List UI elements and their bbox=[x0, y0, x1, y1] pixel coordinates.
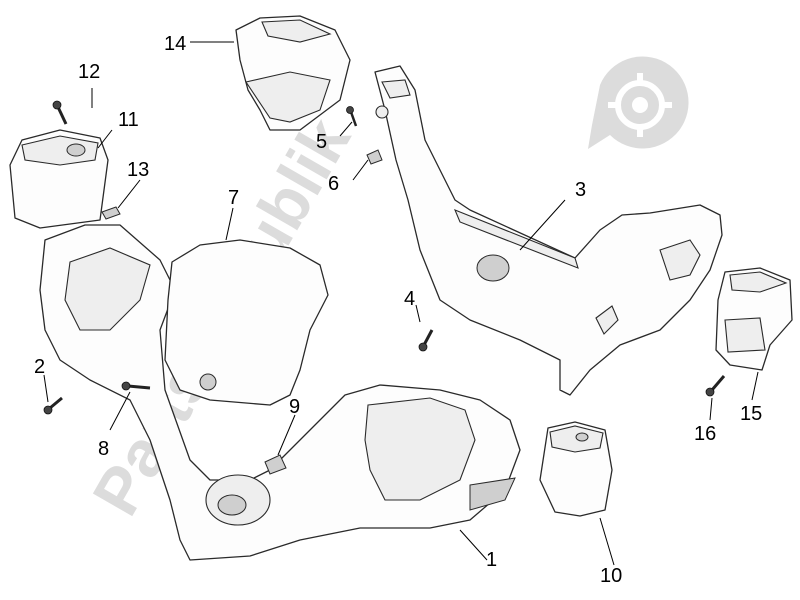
part-1-front-cover bbox=[39, 224, 521, 561]
screw-16 bbox=[705, 375, 726, 397]
callout-2: 2 bbox=[34, 356, 45, 378]
screw-8 bbox=[121, 381, 151, 391]
part-11-cover bbox=[9, 129, 109, 229]
screw-2 bbox=[43, 396, 63, 415]
callout-labels: 1 2 3 4 5 6 7 8 9 10 11 12 13 14 15 16 bbox=[34, 33, 762, 587]
callout-8: 8 bbox=[98, 438, 109, 460]
part-6-clip bbox=[366, 149, 383, 165]
part-9-clip bbox=[264, 454, 287, 475]
callout-14: 14 bbox=[164, 33, 186, 55]
callout-3: 3 bbox=[575, 179, 586, 201]
part-10-lid bbox=[539, 421, 613, 517]
callout-16: 16 bbox=[694, 423, 716, 445]
screw-5 bbox=[346, 106, 358, 127]
callout-15: 15 bbox=[740, 403, 762, 425]
gear-icon bbox=[588, 56, 689, 149]
callout-5: 5 bbox=[316, 131, 327, 153]
part-14-top-cover bbox=[235, 15, 351, 131]
callout-11: 11 bbox=[118, 109, 139, 131]
callout-1: 1 bbox=[486, 549, 497, 571]
part-3-rear-cover bbox=[374, 65, 723, 396]
screw-4 bbox=[418, 329, 434, 352]
callout-7: 7 bbox=[228, 187, 239, 209]
callout-6: 6 bbox=[328, 173, 339, 195]
leader-lines bbox=[43, 41, 759, 566]
grommet-4 bbox=[375, 105, 389, 119]
screw-12 bbox=[52, 100, 68, 125]
callout-9: 9 bbox=[289, 396, 300, 418]
part-13-clip bbox=[101, 206, 121, 220]
callout-12: 12 bbox=[78, 61, 100, 83]
part-7-front-panel bbox=[164, 239, 329, 406]
callout-4: 4 bbox=[404, 288, 415, 310]
callout-13: 13 bbox=[127, 159, 149, 181]
callout-10: 10 bbox=[600, 565, 622, 587]
part-15-switch-housing bbox=[715, 267, 793, 371]
